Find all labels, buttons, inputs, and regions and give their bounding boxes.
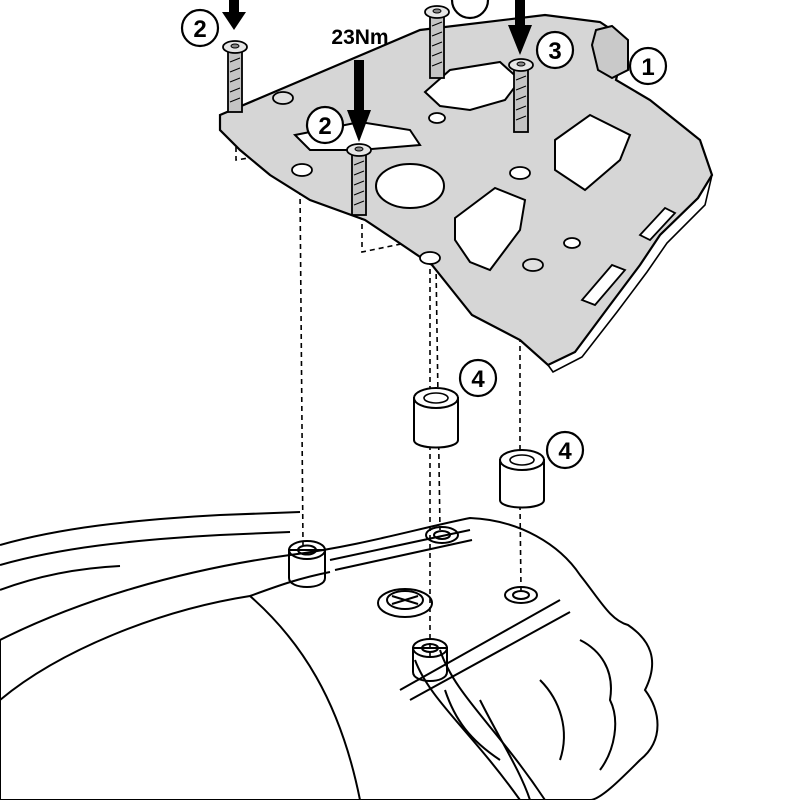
svg-text:3: 3: [548, 38, 561, 65]
spacer-upper: [413, 387, 459, 449]
callout-plate: 1: [628, 46, 668, 86]
svg-text:1: 1: [641, 54, 654, 81]
svg-text:4: 4: [471, 366, 485, 393]
svg-text:4: 4: [558, 438, 572, 465]
callout-spacer-lower: 4: [545, 430, 585, 470]
arrow-bolt-center: [347, 60, 371, 142]
callout-bolt-left: 2: [180, 8, 220, 48]
bolt-right: [508, 58, 534, 133]
frame-mount-boss-left: [288, 540, 326, 588]
spacer-lower: [499, 449, 545, 509]
bolt-top: [424, 5, 450, 79]
arrow-bolt-right: [508, 0, 532, 55]
svg-text:2: 2: [193, 16, 206, 43]
callout-bolt-right: 3: [535, 30, 575, 70]
rack-plate: [218, 13, 714, 374]
bolt-left: [222, 40, 248, 113]
frame-mount-hole-center: [425, 526, 459, 544]
svg-text:2: 2: [318, 113, 331, 140]
callout-bolt-top: [450, 0, 490, 20]
motorcycle-rear-frame: [0, 511, 659, 800]
torque-label: 23Nm: [331, 26, 388, 49]
callout-bolt-center: 2: [305, 105, 345, 145]
bolt-center: [346, 143, 372, 216]
arrow-bolt-left: [222, 0, 246, 30]
callout-spacer-upper: 4: [458, 358, 498, 398]
